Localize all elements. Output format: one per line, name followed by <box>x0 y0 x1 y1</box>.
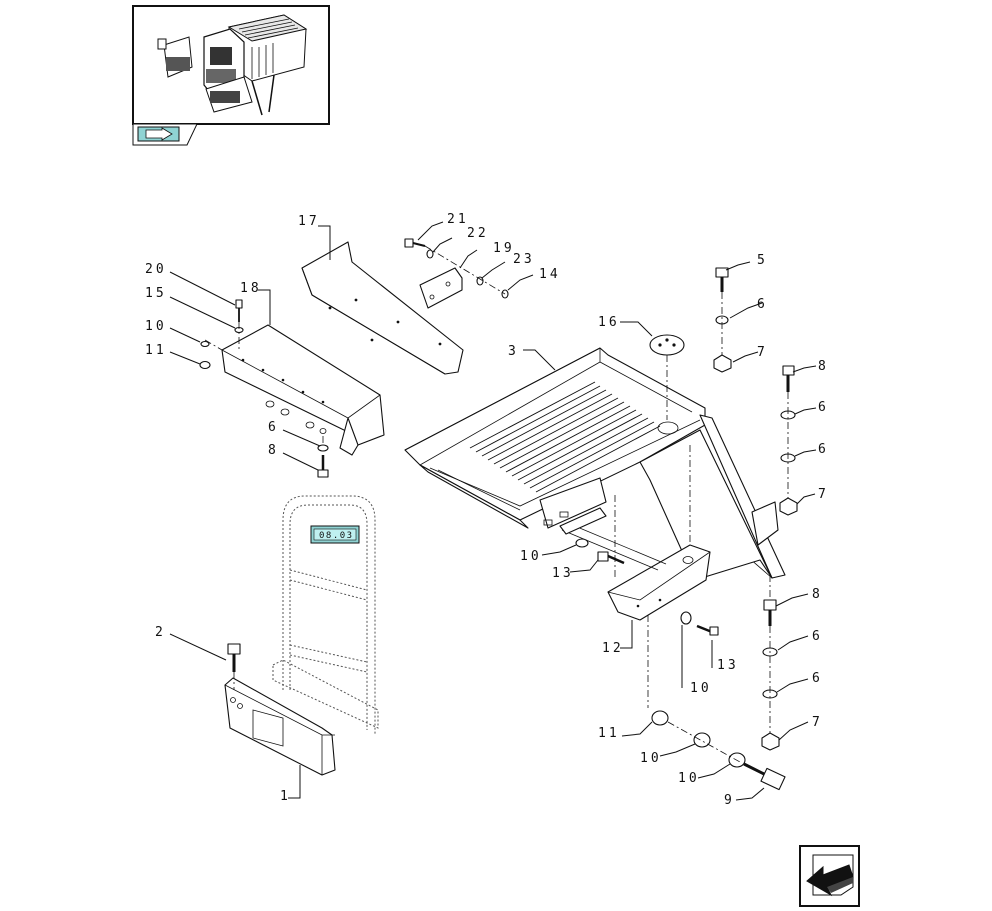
callout-16: 16 <box>598 315 620 330</box>
callout-2: 2 <box>155 625 166 640</box>
part-19-bracket <box>419 267 463 309</box>
previous-page-button[interactable] <box>799 845 860 907</box>
callout-8-b: 8 <box>268 443 279 458</box>
callout-6-a: 6 <box>757 297 768 312</box>
washer-23 <box>476 276 484 286</box>
reference-tag[interactable]: 08.03 <box>310 525 360 544</box>
part-17-cover-plate <box>301 241 464 375</box>
callout-18: 18 <box>240 281 262 296</box>
callout-10-a: 10 <box>145 319 167 334</box>
callout-10-e: 10 <box>678 771 700 786</box>
callout-19: 19 <box>493 241 515 256</box>
hardware-10-13-left <box>575 538 625 565</box>
book-icon <box>132 123 198 146</box>
callout-6-c: 6 <box>818 442 829 457</box>
part-12-crossmember <box>559 507 711 621</box>
machine-overview-icon <box>157 14 308 116</box>
callout-7-b: 7 <box>818 487 829 502</box>
machine-thumbnail <box>132 5 330 125</box>
callout-labels: 17 21 22 19 23 14 20 18 15 10 11 5 6 7 1… <box>145 212 829 808</box>
callout-10-c: 10 <box>690 681 712 696</box>
hardware-5-6-7 <box>713 267 732 373</box>
part-3-platform-frame <box>404 347 786 581</box>
hardware-8-6-6-7-lower <box>761 599 780 751</box>
callout-1: 1 <box>280 789 291 804</box>
callout-11-a: 11 <box>145 343 167 358</box>
callout-13-b: 13 <box>717 658 739 673</box>
callout-14: 14 <box>539 267 561 282</box>
hardware-11-10-10-9-bottom <box>647 615 786 791</box>
callout-6-e: 6 <box>812 629 823 644</box>
ladder-outline <box>272 495 379 735</box>
hardware-10-13-right <box>680 611 719 636</box>
callout-10-b: 10 <box>520 549 542 564</box>
callout-6-d: 6 <box>268 420 279 435</box>
callout-22: 22 <box>467 226 489 241</box>
callout-6-f: 6 <box>812 671 823 686</box>
callout-9: 9 <box>724 793 735 808</box>
hardware-6-8-below-18 <box>317 436 329 478</box>
callout-8-c: 8 <box>812 587 823 602</box>
bolt-21 <box>404 238 426 248</box>
callout-3: 3 <box>508 344 519 359</box>
callout-13-a: 13 <box>552 566 574 581</box>
callout-20: 20 <box>145 262 167 277</box>
arrow-left-down-icon <box>806 854 854 897</box>
callout-7-a: 7 <box>757 345 768 360</box>
callout-5: 5 <box>757 253 768 268</box>
callout-12: 12 <box>602 641 624 656</box>
part-1-step <box>224 677 336 776</box>
callout-8-a: 8 <box>818 359 829 374</box>
bolt-2 <box>227 643 241 690</box>
callout-21: 21 <box>447 212 469 227</box>
reference-tag-label: 08.03 <box>319 531 354 541</box>
thumbnail-tab[interactable] <box>132 123 198 146</box>
leader-lines <box>169 221 817 801</box>
callout-7-c: 7 <box>812 715 823 730</box>
hardware-8-6-6-7-right <box>779 365 798 516</box>
callout-23: 23 <box>513 252 535 267</box>
callout-17: 17 <box>298 214 320 229</box>
callout-6-b: 6 <box>818 400 829 415</box>
callout-10-d: 10 <box>640 751 662 766</box>
washer-22 <box>426 249 434 259</box>
callout-11-b: 11 <box>598 726 620 741</box>
hardware-20-15-10-11 <box>199 299 244 370</box>
part-18-side-cover <box>221 324 385 456</box>
part-16-plug <box>649 334 685 420</box>
callout-15: 15 <box>145 286 167 301</box>
